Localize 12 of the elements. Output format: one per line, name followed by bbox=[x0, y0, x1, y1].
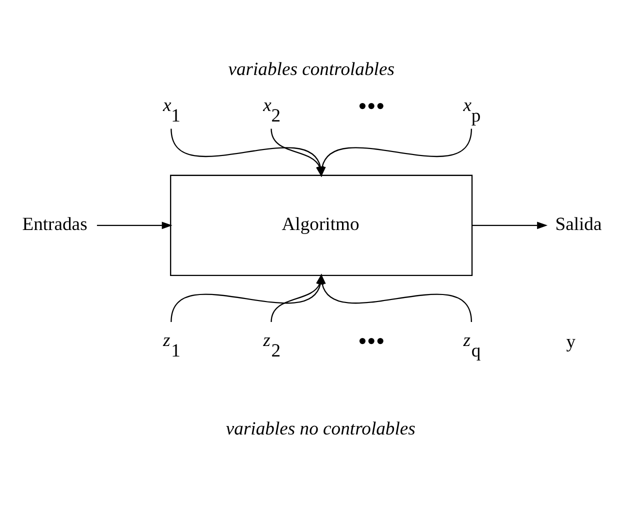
arrow bbox=[318, 274, 472, 322]
node-text: Entradas bbox=[22, 214, 88, 235]
arrow bbox=[472, 222, 548, 230]
label: ••• bbox=[358, 326, 385, 356]
label: ••• bbox=[358, 91, 385, 120]
caption: variables no controlables bbox=[226, 418, 416, 440]
arrow bbox=[96, 222, 172, 230]
arrow bbox=[318, 128, 472, 178]
node-text: Salida bbox=[555, 214, 602, 235]
label: y bbox=[566, 331, 576, 352]
node-box: Algoritmo bbox=[170, 174, 473, 276]
diagram-title: variables controlables bbox=[228, 59, 394, 80]
